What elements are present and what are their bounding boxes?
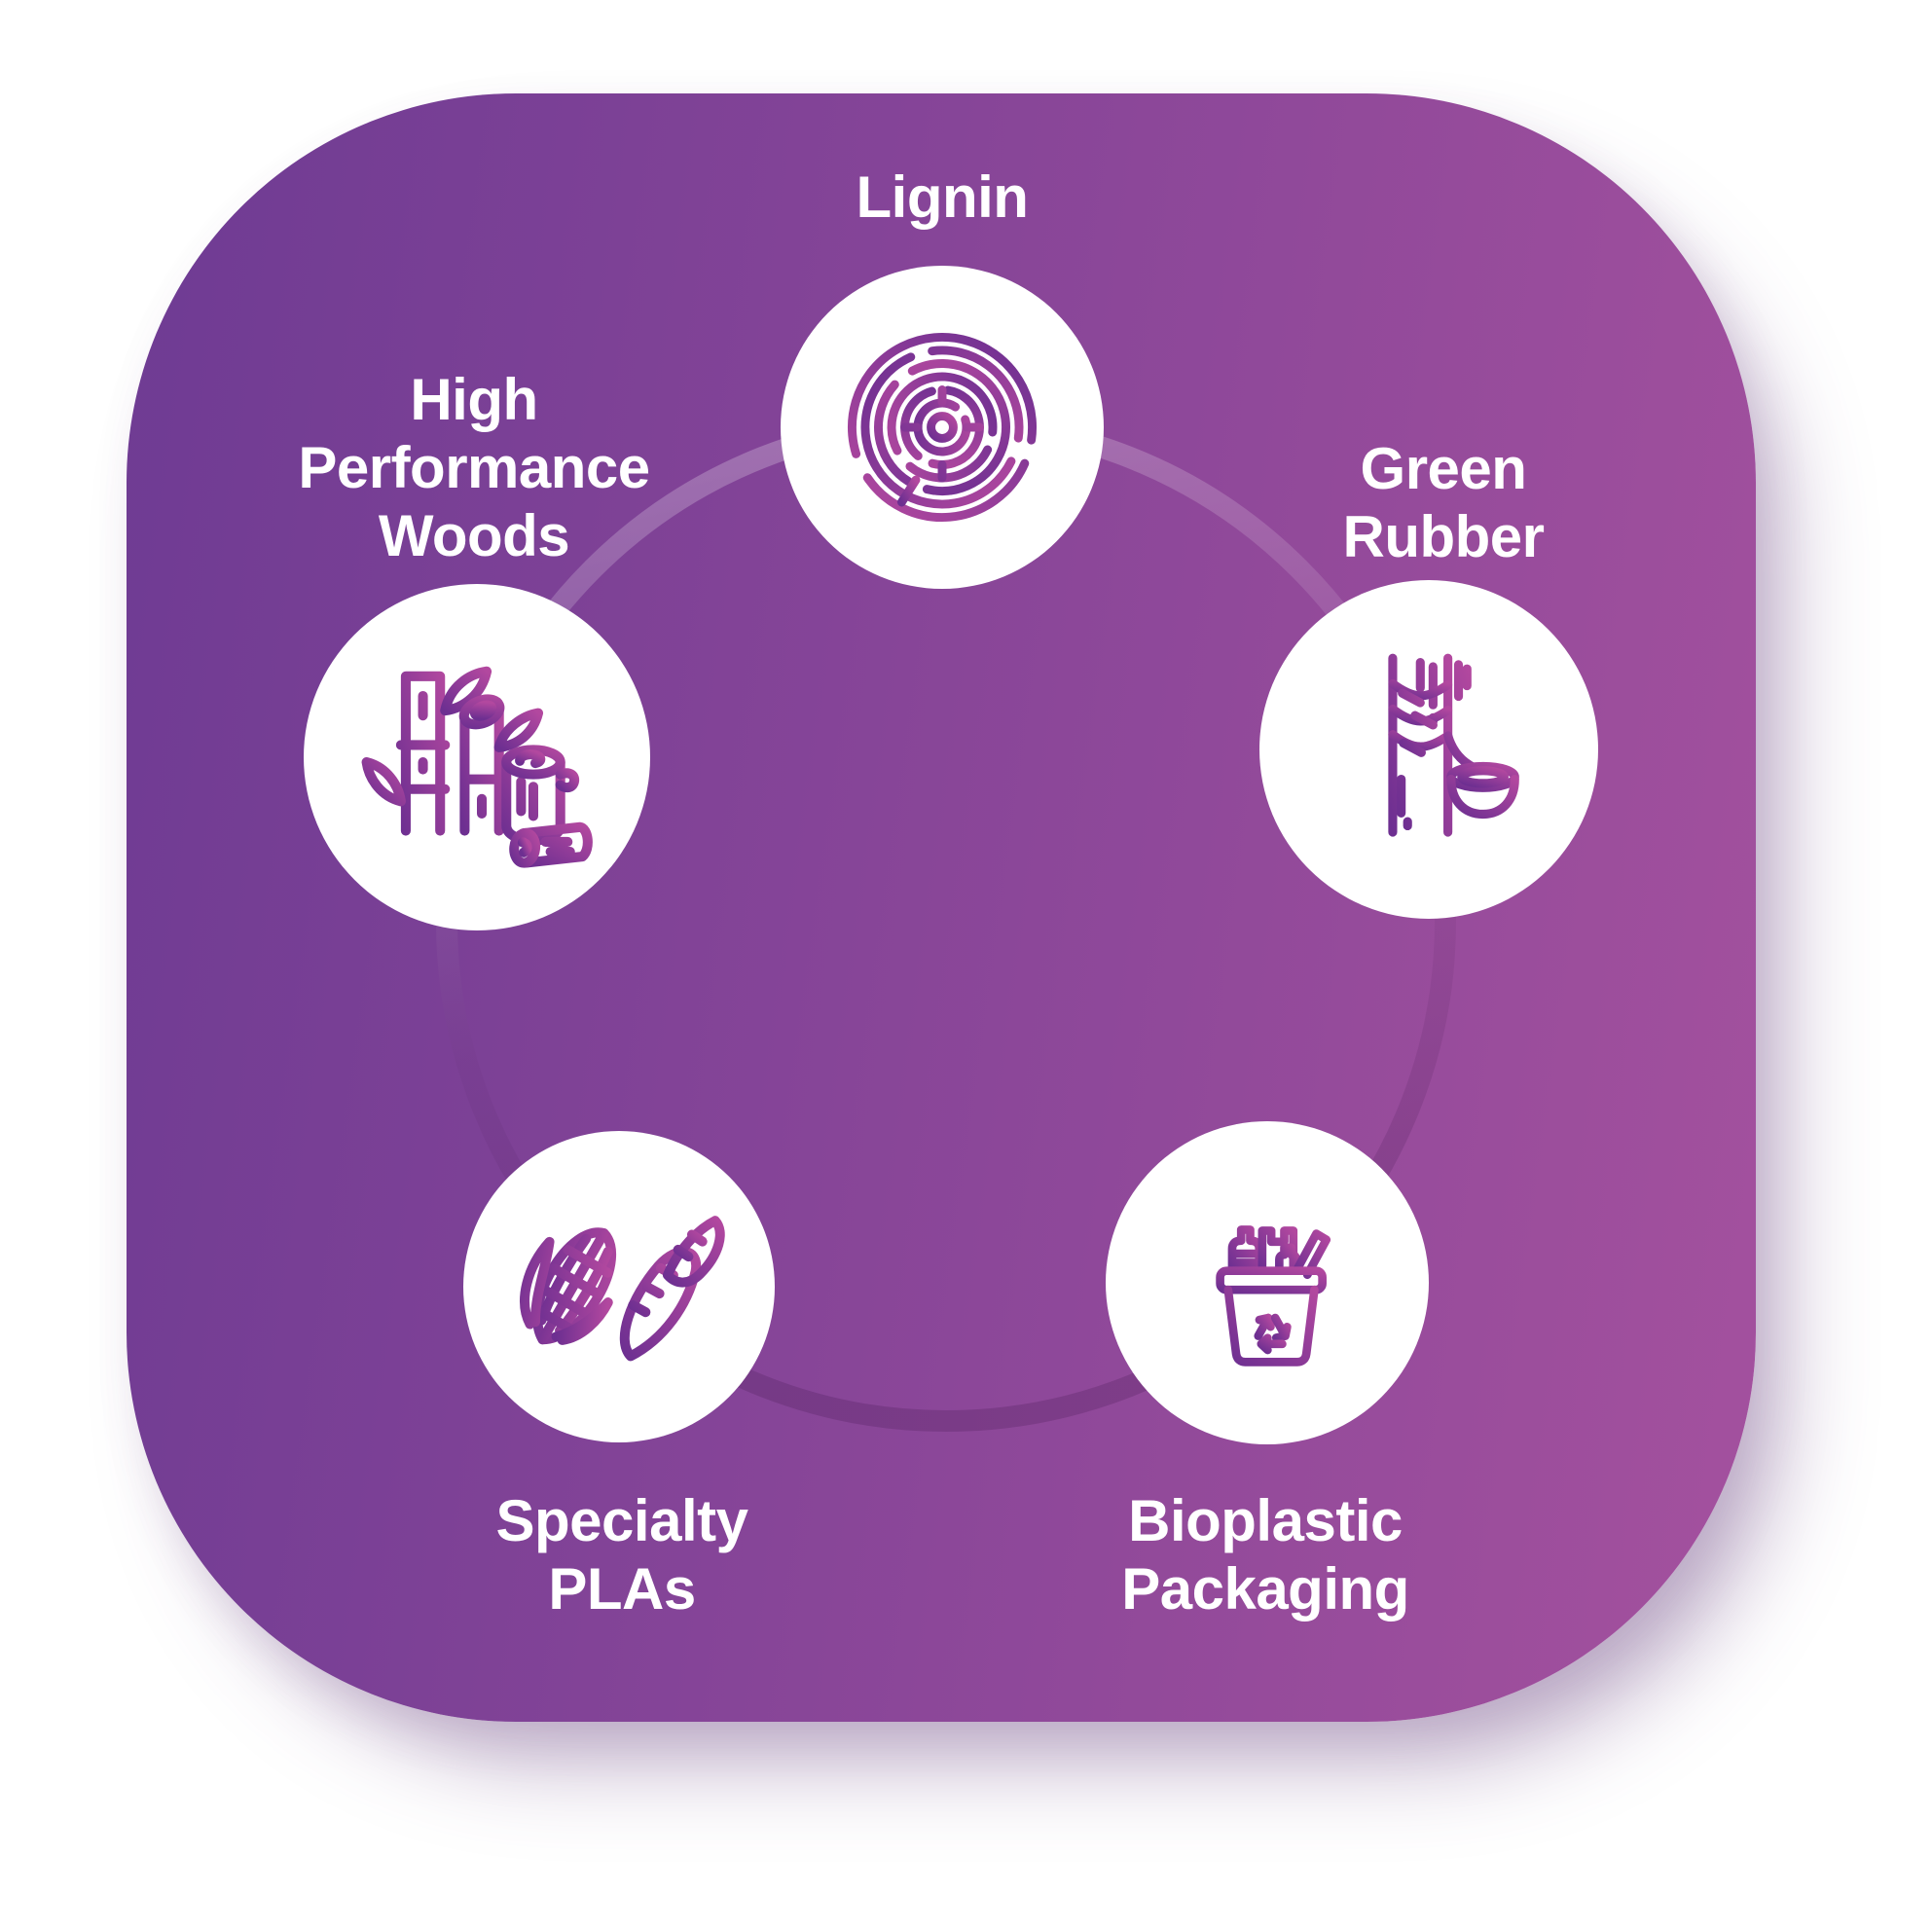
label-specialty-plas: Specialty PLAs xyxy=(379,1487,865,1623)
label-green-rubber: Green Rubber xyxy=(1200,435,1687,571)
label-line: Woods xyxy=(378,503,570,568)
node-circle-high-performance-woods xyxy=(304,584,650,930)
bamboo-and-logs-icon xyxy=(361,666,593,868)
label-line: PLAs xyxy=(548,1556,696,1622)
label-high-performance-woods: High Performance Woods xyxy=(182,366,766,570)
label-line: Bioplastic xyxy=(1128,1488,1403,1553)
label-line: Packaging xyxy=(1121,1556,1409,1622)
label-line: Performance xyxy=(298,435,650,500)
node-circle-green-rubber xyxy=(1259,580,1598,919)
wood-rings-icon xyxy=(847,332,1038,523)
label-line: High xyxy=(410,367,538,432)
rubber-tapping-icon xyxy=(1388,653,1519,837)
label-line: Lignin xyxy=(856,164,1029,230)
node-circle-bioplastic-packaging xyxy=(1106,1121,1429,1444)
node-circle-specialty-plas xyxy=(463,1131,775,1442)
label-line: Rubber xyxy=(1342,504,1546,569)
label-line: Specialty xyxy=(495,1488,748,1553)
node-circle-lignin xyxy=(781,266,1104,589)
label-bioplastic-packaging: Bioplastic Packaging xyxy=(1022,1487,1509,1623)
corn-and-sweet-potato-icon xyxy=(520,1216,725,1362)
label-line: Green xyxy=(1360,436,1527,501)
recycling-basket-icon xyxy=(1216,1225,1331,1367)
label-lignin: Lignin xyxy=(747,164,1137,232)
